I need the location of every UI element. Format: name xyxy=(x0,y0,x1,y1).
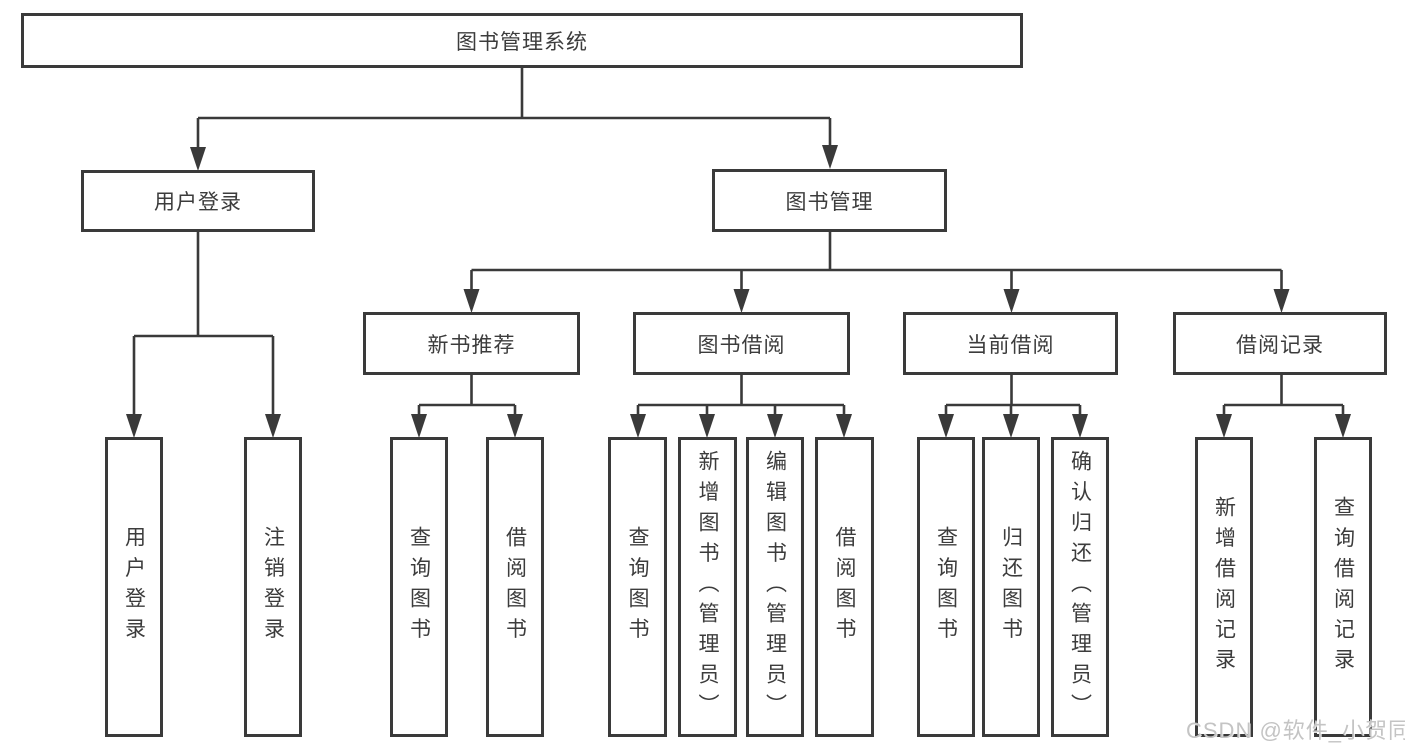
node-label: 借阅记录 xyxy=(1236,333,1324,357)
node-label: 用户登录 xyxy=(154,191,242,214)
node-label: 新增图书（管理员） xyxy=(696,449,719,725)
node-label: 查询图书 xyxy=(626,526,649,648)
leaf-logout: 注销登录 xyxy=(244,437,302,737)
leaf-newbook-query-books: 查询图书 xyxy=(390,437,448,737)
node-label: 编辑图书（管理员） xyxy=(763,449,787,725)
watermark: CSDN @软件_小贺同学 xyxy=(1186,718,1405,743)
node-label: 查询借阅记录 xyxy=(1331,495,1355,679)
node-label: 新增借阅记录 xyxy=(1212,495,1236,679)
node-label: 借阅图书 xyxy=(833,526,856,648)
leaf-newbook-borrow-books: 借阅图书 xyxy=(486,437,544,737)
leaf-current-confirm-return-admin: 确认归还（管理员） xyxy=(1051,437,1109,737)
node-borrow-records: 借阅记录 xyxy=(1173,312,1387,375)
leaf-records-query-borrow-record: 查询借阅记录 xyxy=(1314,437,1372,737)
node-new-book-recommend: 新书推荐 xyxy=(363,312,580,375)
leaf-borrow-add-books-admin: 新增图书（管理员） xyxy=(678,437,737,737)
node-root: 图书管理系统 xyxy=(21,13,1023,68)
connector-arrowheads xyxy=(126,145,1351,438)
leaf-user-login: 用户登录 xyxy=(105,437,163,737)
node-label: 归还图书 xyxy=(999,526,1023,648)
node-book-management: 图书管理 xyxy=(712,169,947,232)
node-label: 用户登录 xyxy=(122,526,146,648)
leaf-borrow-query-books: 查询图书 xyxy=(608,437,667,737)
node-label: 图书管理 xyxy=(785,190,874,214)
node-label: 确认归还（管理员） xyxy=(1068,449,1092,725)
leaf-current-query-books: 查询图书 xyxy=(917,437,975,737)
connector-line-paths xyxy=(132,68,1345,420)
node-label: 图书借阅 xyxy=(697,333,786,357)
node-label: 借阅图书 xyxy=(503,526,527,648)
node-label: 图书管理系统 xyxy=(456,30,588,54)
node-label: 查询图书 xyxy=(407,526,431,648)
node-book-borrow: 图书借阅 xyxy=(633,312,850,375)
node-label: 新书推荐 xyxy=(427,333,516,357)
node-label: 当前借阅 xyxy=(966,333,1055,357)
node-label: 注销登录 xyxy=(261,526,285,648)
leaf-borrow-borrow-books: 借阅图书 xyxy=(815,437,874,737)
node-user-login: 用户登录 xyxy=(81,170,315,232)
leaf-borrow-edit-books-admin: 编辑图书（管理员） xyxy=(746,437,804,737)
leaf-current-return-books: 归还图书 xyxy=(982,437,1040,737)
leaf-records-add-borrow-record: 新增借阅记录 xyxy=(1195,437,1253,737)
node-label: 查询图书 xyxy=(934,526,958,648)
node-current-borrow: 当前借阅 xyxy=(903,312,1118,375)
